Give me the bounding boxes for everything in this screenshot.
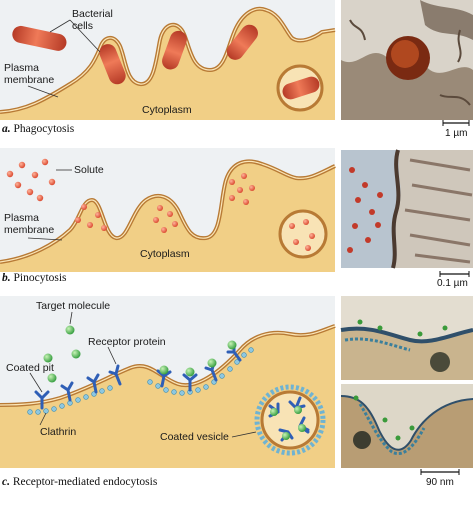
coated-vesicle — [254, 384, 326, 456]
free-target-molecules — [43, 325, 81, 383]
caption-c-text: Receptor-mediated endocytosis — [12, 476, 158, 488]
panel-c-cytoplasm — [0, 326, 335, 468]
bacterium — [162, 30, 187, 70]
bound-target-molecules — [159, 340, 237, 377]
panel-c-illustration — [0, 296, 336, 468]
caption-b-text: Pinocytosis — [13, 272, 67, 284]
caption-b-letter: b. — [2, 272, 11, 284]
label-target-molecule: Target molecule — [36, 300, 111, 312]
micrograph-phagocytosis — [341, 0, 473, 126]
label-cytoplasm-a: Cytoplasm — [142, 104, 192, 116]
scale-bar-c: 90 nm — [426, 477, 454, 488]
bacterium — [226, 24, 258, 60]
label-cytoplasm-b: Cytoplasm — [140, 248, 190, 260]
label-bacterial-cells: Bacterial cells — [72, 8, 113, 32]
pinosome — [278, 209, 328, 259]
label-plasma-membrane-b: Plasma membrane — [4, 212, 55, 236]
caption-a-text: Phagocytosis — [13, 123, 75, 135]
label-plasma-membrane-a: Plasma membrane — [4, 62, 55, 86]
label-receptor-protein: Receptor protein — [88, 336, 166, 348]
caption-a-letter: a. — [2, 123, 11, 135]
label-solute: Solute — [74, 164, 104, 176]
clathrin-coat — [27, 347, 254, 415]
micrograph-pinocytosis — [341, 149, 473, 277]
bacterium — [99, 44, 126, 85]
label-coated-pit: Coated pit — [6, 362, 54, 374]
caption-c-letter: c. — [2, 476, 10, 488]
bacterium — [282, 76, 320, 100]
label-clathrin: Clathrin — [40, 426, 77, 438]
caption-b: b. Pinocytosis — [2, 272, 67, 284]
scale-bar-a: 1 µm — [445, 128, 468, 139]
panel-b-illustration — [0, 148, 336, 272]
caption-c: c. Receptor-mediated endocytosis — [2, 476, 157, 488]
micrograph-receptor-mediated — [340, 296, 473, 475]
bacterium — [12, 25, 67, 51]
panel-a-illustration — [0, 0, 336, 120]
scale-bar-b: 0.1 µm — [437, 278, 468, 289]
solute-dots — [6, 158, 315, 251]
label-coated-vesicle: Coated vesicle — [160, 431, 229, 443]
caption-a: a. Phagocytosis — [2, 123, 74, 135]
